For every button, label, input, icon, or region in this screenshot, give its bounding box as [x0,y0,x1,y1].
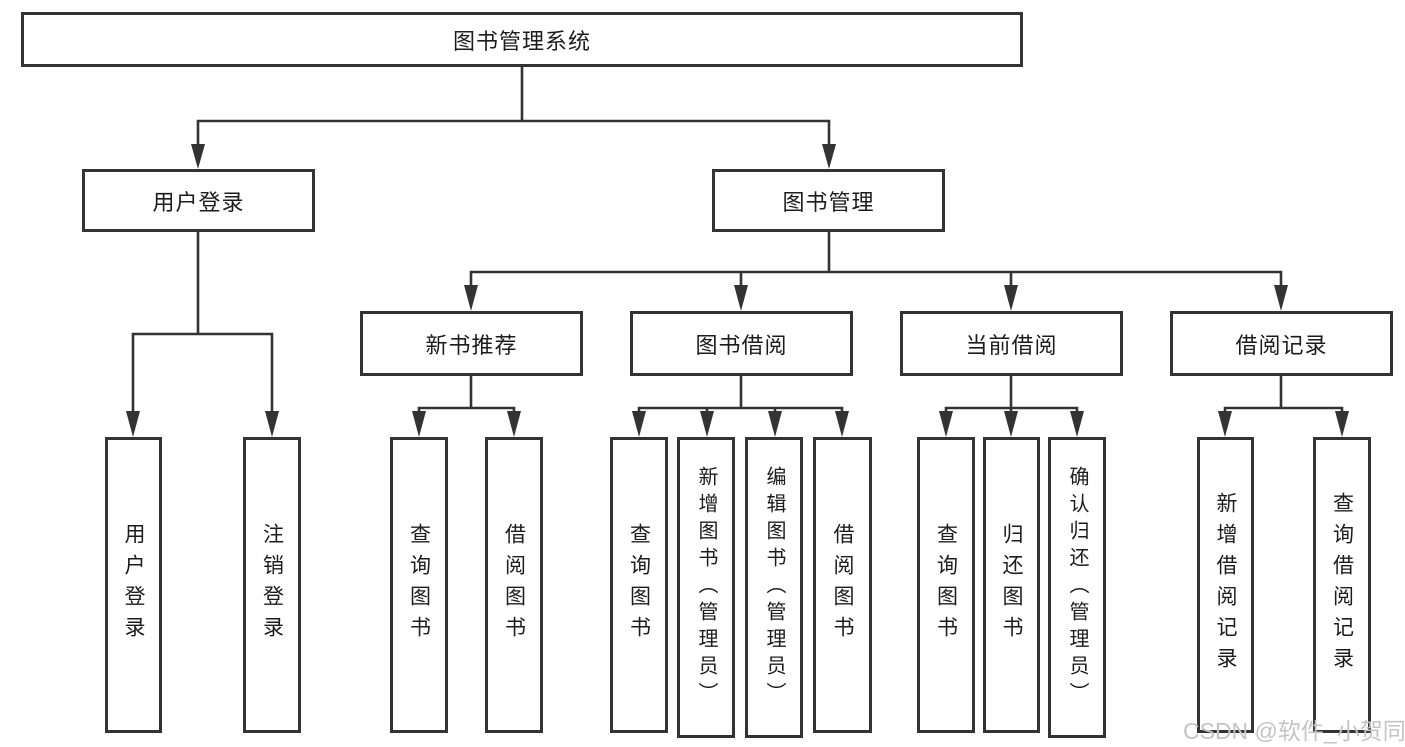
node-add-borrow-record: 新增借阅记录 [1197,437,1254,733]
node-label: 当前借阅 [965,332,1058,358]
connector-borrow-record-branch [1218,374,1349,437]
node-label: 查询图书 [627,523,651,647]
connector-current-borrow-branch [939,374,1084,437]
node-confirm-return-admin: 确认归还（管理员） [1048,437,1106,738]
node-query-books-borrow: 查询图书 [610,437,668,733]
node-label: 确认归还（管理员） [1066,466,1088,709]
node-return-books: 归还图书 [983,437,1040,733]
node-borrow-books-recommend: 借阅图书 [485,437,543,733]
node-query-books-recommend: 查询图书 [390,437,448,733]
connector-book-borrow-branch [632,374,849,437]
node-label: 查询借阅记录 [1330,492,1354,678]
node-label: 用户登录 [152,189,245,215]
node-new-book-recommend: 新书推荐 [360,311,583,376]
node-label: 图书借阅 [695,332,788,358]
node-label: 归还图书 [1000,523,1023,647]
node-label: 新增借阅记录 [1214,492,1237,678]
node-label: 编辑图书（管理员） [763,466,785,709]
node-user-login-action: 用户登录 [105,437,162,733]
node-book-borrow: 图书借阅 [630,311,853,376]
node-label: 借阅图书 [502,523,526,647]
node-logout: 注销登录 [243,437,301,733]
node-book-management: 图书管理 [712,169,945,232]
node-user-login: 用户登录 [82,169,315,232]
connector-new-book-branch [412,374,521,437]
node-label: 借阅图书 [831,523,854,647]
node-add-books-admin: 新增图书（管理员） [677,437,735,738]
node-label: 图书管理 [782,189,875,215]
node-label: 用户登录 [122,523,145,647]
connector-root-to-level2 [191,65,836,169]
node-label: 新增图书（管理员） [695,466,717,709]
node-edit-books-admin: 编辑图书（管理员） [745,437,803,738]
node-label: 图书管理系统 [452,28,591,54]
node-query-borrow-record: 查询借阅记录 [1313,437,1371,733]
node-label: 查询图书 [934,523,958,647]
node-label: 注销登录 [260,523,284,647]
node-label: 借阅记录 [1235,332,1328,358]
node-query-books-current: 查询图书 [917,437,975,733]
node-current-borrow: 当前借阅 [900,311,1123,376]
node-library-management-system: 图书管理系统 [21,12,1023,67]
watermark: CSDN @软件_小贺同学 [1183,718,1405,744]
node-label: 查询图书 [407,523,431,647]
node-label: 新书推荐 [425,332,518,358]
connector-user-login-branch [126,230,279,437]
node-borrow-books-borrow: 借阅图书 [813,437,872,733]
node-borrow-records: 借阅记录 [1170,311,1393,376]
connector-book-management-branch [464,230,1288,311]
